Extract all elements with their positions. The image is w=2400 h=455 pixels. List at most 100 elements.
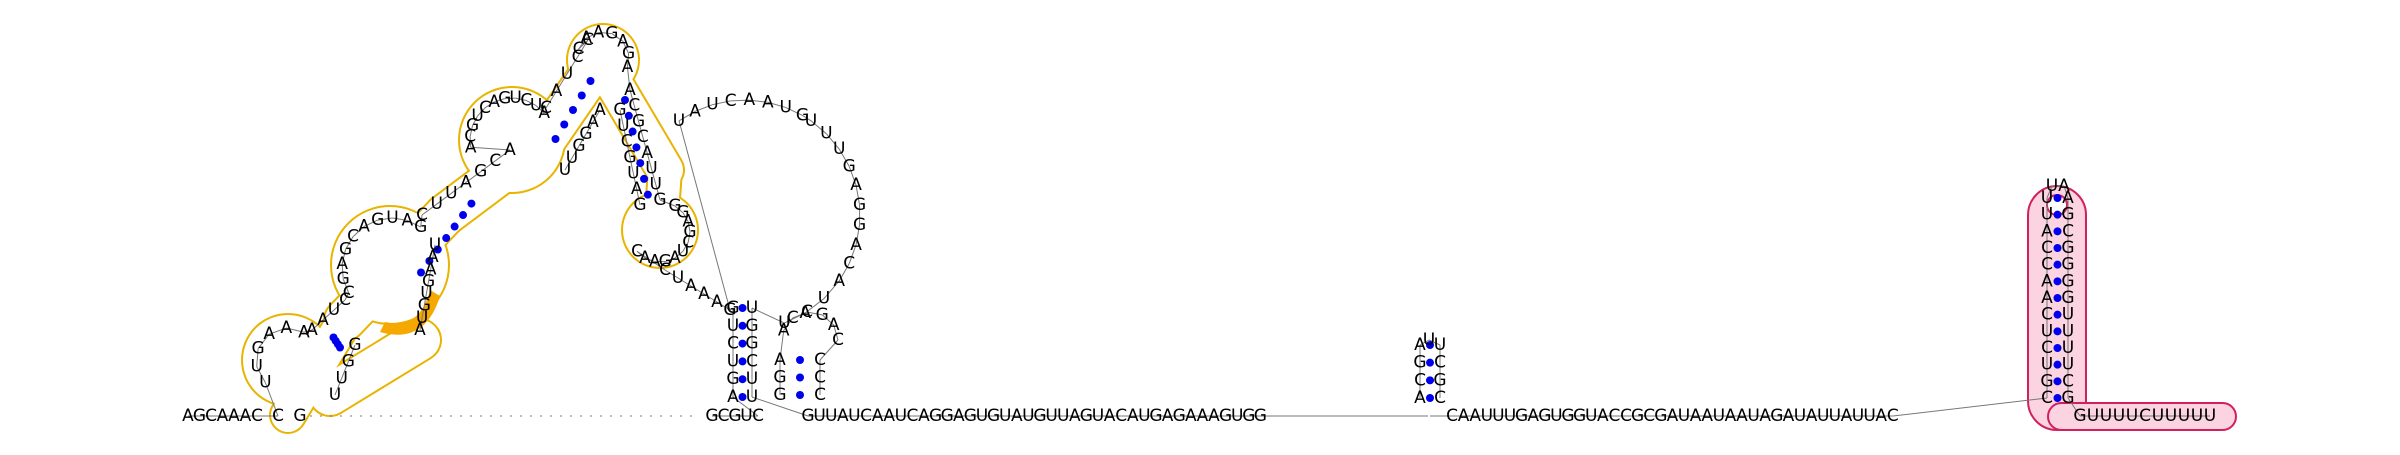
nucleotide-4: A <box>217 406 229 426</box>
nucleotide-226: C <box>1643 406 1655 426</box>
nucleotide-175: U <box>976 406 988 426</box>
backbone-segment <box>792 311 808 319</box>
backbone-segment <box>494 98 505 103</box>
nucleotide-66: U <box>566 148 578 168</box>
nucleotide-242: U <box>1829 406 1841 426</box>
backbone-segment <box>611 33 624 42</box>
nucleotide-77: A <box>622 57 634 77</box>
base-pair-31 <box>796 373 804 382</box>
nucleotide-286: U <box>2204 406 2216 426</box>
base-pair-5 <box>417 268 425 277</box>
backbone-segment <box>286 327 305 333</box>
nucleotide-156: C <box>718 406 730 426</box>
backbone-segment <box>712 100 731 106</box>
backbone-segment <box>341 249 347 265</box>
backbone-segment <box>264 382 279 417</box>
nucleotide-62: U <box>561 64 573 84</box>
backbone-segment <box>585 121 594 135</box>
nucleotide-72: A <box>580 28 592 48</box>
nucleotide-75: A <box>617 31 629 51</box>
nucleotide-206: C <box>1434 353 1446 373</box>
nucleotide-29: A <box>358 216 370 236</box>
nucleotide-32: A <box>401 210 413 230</box>
base-pair-39 <box>2053 360 2062 369</box>
nucleotide-247: C <box>1887 406 1899 426</box>
nucleotide-253: C <box>2041 305 2053 325</box>
nucleotide-50: C <box>464 126 476 146</box>
nucleotide-237: G <box>1770 406 1783 426</box>
backbone-segment <box>598 31 612 35</box>
nucleotide-48: U <box>429 235 441 255</box>
nucleotide-13: A <box>263 324 275 344</box>
nucleotide-67: G <box>572 136 585 156</box>
backbone-segment <box>690 285 705 295</box>
nucleotide-174: G <box>964 406 977 426</box>
nucleotide-18: U <box>328 300 340 320</box>
nucleotide-172: G <box>941 406 954 426</box>
nucleotide-248: C <box>2041 388 2053 408</box>
backbone-segment <box>592 109 601 123</box>
nucleotide-272: C <box>2062 371 2074 391</box>
nucleotide-259: U <box>2041 205 2053 225</box>
nucleotide-2: G <box>193 406 206 426</box>
nucleotide-101: A <box>649 252 661 272</box>
backbone-segment <box>674 205 684 214</box>
nucleotide-6: A <box>240 406 252 426</box>
nucleotide-136: A <box>727 387 739 407</box>
nucleotide-150: A <box>828 315 840 335</box>
nucleotide-197: U <box>1231 406 1243 426</box>
backbone-segment <box>626 141 631 158</box>
nucleotide-219: G <box>1561 406 1574 426</box>
backbone-segment <box>629 157 634 174</box>
nucleotide-97: C <box>682 232 694 252</box>
backbone-segment <box>848 244 857 264</box>
base-pair-25 <box>738 321 747 330</box>
nucleotide-51: G <box>466 116 479 136</box>
nucleotide-24: C <box>343 283 355 303</box>
nucleotide-227: G <box>1654 406 1667 426</box>
nucleotide-52: U <box>471 106 483 126</box>
nucleotide-184: G <box>1080 406 1093 426</box>
backbone-segment <box>2063 185 2069 199</box>
backbone-segment <box>469 125 474 137</box>
base-pair-10 <box>459 211 468 220</box>
nucleotide-39: C <box>489 151 501 171</box>
backbone-segment <box>823 280 840 299</box>
nucleotide-235: U <box>1747 406 1759 426</box>
backbone-segment <box>642 137 648 153</box>
base-pair-26 <box>738 339 747 348</box>
nucleotide-73: A <box>593 22 605 42</box>
nucleotide-234: A <box>1736 406 1748 426</box>
base-pair-35 <box>1426 358 1434 367</box>
base-pair-45 <box>2053 260 2062 269</box>
backbone-segment <box>655 184 661 201</box>
nucleotide-269: U <box>2062 321 2074 341</box>
nucleotide-179: U <box>1022 406 1034 426</box>
backbone-segment <box>821 314 835 326</box>
nucleotide-182: U <box>1057 406 1069 426</box>
nucleotide-263: C <box>2062 221 2074 241</box>
nucleotide-108: A <box>743 90 755 110</box>
nucleotide-38: G <box>474 162 487 182</box>
backbone-segment <box>682 242 689 252</box>
nucleotide-187: C <box>1115 406 1127 426</box>
backbone-segment <box>495 149 511 162</box>
nucleotide-178: A <box>1011 406 1023 426</box>
nucleotide-76: G <box>622 43 635 63</box>
nucleotide-113: U <box>820 124 832 144</box>
nucleotide-265: G <box>2061 255 2074 275</box>
backbone-segment <box>622 125 628 142</box>
nucleotide-121: A <box>833 271 845 291</box>
nucleotide-34: C <box>416 205 428 225</box>
backbone-segment <box>392 217 408 221</box>
backbone-segment <box>578 39 589 50</box>
nucleotide-43: G <box>418 296 431 316</box>
nucleotide-193: A <box>1185 406 1197 426</box>
backbone-segment <box>716 301 731 311</box>
base-pair-17 <box>621 96 629 104</box>
nucleotide-222: A <box>1597 406 1609 426</box>
nucleotide-46: A <box>425 259 437 279</box>
nucleotide-17: A <box>317 310 329 330</box>
nucleotide-21: U <box>335 368 347 388</box>
